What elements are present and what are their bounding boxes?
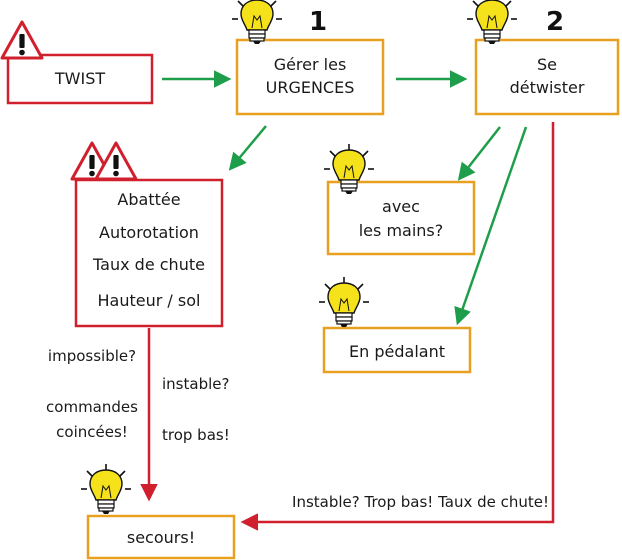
detwister-box — [474, 38, 620, 116]
step-number-1: 1 — [309, 7, 327, 37]
edge-label-commandes-1: commandes — [46, 398, 138, 416]
danger-autorotation: Autorotation — [99, 223, 199, 242]
urgences-line-2: URGENCES — [266, 78, 355, 97]
mains-line-2: les mains? — [359, 221, 444, 240]
arrow-urgences-to-dangers — [228, 125, 267, 171]
urgences-box — [235, 38, 385, 116]
lightbulb-icon — [466, 0, 518, 45]
danger-hauteur-sol: Hauteur / sol — [98, 291, 201, 310]
arrow-detwister-to-mains — [457, 126, 501, 181]
mains-node: avec les mains? — [326, 180, 476, 256]
detwister-line-2: détwister — [510, 78, 585, 97]
urgences-line-1: Gérer les — [274, 55, 347, 74]
edge-label-instable: instable? — [162, 375, 229, 393]
pedalant-box — [322, 326, 472, 374]
mains-line-1: avec — [382, 197, 420, 216]
edge-label-impossible: impossible? — [48, 347, 136, 365]
lightbulb-icon — [318, 276, 370, 328]
danger-taux-de-chute: Taux de chute — [92, 255, 205, 274]
pedalant-node: En pédalant — [322, 326, 472, 374]
dangers-node: Abattée Autorotation Taux de chute Haute… — [74, 178, 224, 328]
warning-triangle-icon — [0, 20, 44, 60]
edge-label-trop-bas: trop bas! — [162, 426, 230, 444]
edge-label-commandes-2: coincées! — [56, 423, 128, 441]
secours-node: secours! — [86, 514, 236, 560]
danger-abattee: Abattée — [117, 190, 180, 209]
arrow-detwister-to-pedalant — [454, 126, 528, 326]
secours-box — [86, 514, 236, 560]
step-number-2: 2 — [546, 7, 564, 37]
twist-box — [6, 53, 154, 105]
lightbulb-icon — [231, 0, 283, 45]
pedalant-label: En pédalant — [349, 342, 445, 361]
twist-label: TWIST — [54, 69, 105, 88]
arrow-detwister-to-secours — [240, 122, 555, 531]
secours-label: secours! — [127, 528, 195, 547]
mains-box — [326, 180, 476, 256]
lightbulb-icon — [80, 463, 132, 515]
twist-node: TWIST — [6, 53, 154, 105]
urgences-node: Gérer les URGENCES — [235, 38, 385, 116]
detwister-node: Se détwister — [474, 38, 620, 116]
dangers-box — [74, 178, 224, 328]
edge-label-red-return: Instable? Trop bas! Taux de chute! — [292, 493, 549, 511]
detwister-line-1: Se — [537, 55, 557, 74]
